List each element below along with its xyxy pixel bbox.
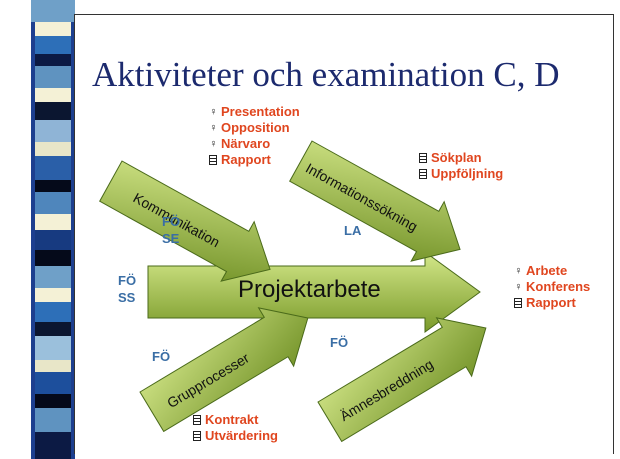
fo-grupp-label: FÖ	[152, 349, 171, 364]
list-item: Rapport	[208, 152, 300, 168]
list-item: ♀Arbete	[513, 263, 590, 279]
list-item-text: Konferens	[526, 279, 591, 294]
list-item: ♀Konferens	[513, 279, 590, 295]
person-icon: ♀	[209, 106, 218, 118]
list-item-text: Opposition	[221, 120, 290, 135]
informationssokning-list: Sökplan Uppföljning	[418, 150, 503, 182]
se-text: SE	[162, 231, 180, 246]
person-icon: ♀	[514, 281, 523, 293]
list-item-text: Kontrakt	[205, 412, 259, 427]
list-item: Uppföljning	[418, 166, 503, 182]
slide-frame	[74, 14, 614, 454]
fo-text: FÖ	[162, 214, 181, 229]
document-icon	[209, 155, 217, 165]
ss-text: SS	[118, 290, 136, 305]
la-label: LA	[344, 223, 362, 238]
document-icon	[419, 153, 427, 163]
document-icon	[193, 431, 201, 441]
document-icon	[514, 298, 522, 308]
projektarbete-list: ♀Arbete ♀Konferens Rapport	[513, 263, 590, 311]
person-icon: ♀	[514, 265, 523, 277]
person-icon: ♀	[209, 122, 218, 134]
list-item: ♀Närvaro	[208, 136, 300, 152]
fo-amnes-label: FÖ	[330, 335, 349, 350]
list-item: Kontrakt	[192, 412, 278, 428]
projektarbete-label: Projektarbete	[238, 276, 381, 303]
list-item: ♀Presentation	[208, 104, 300, 120]
list-item-text: Närvaro	[221, 136, 271, 151]
list-item-text: Uppföljning	[431, 166, 504, 181]
list-item-text: Arbete	[526, 263, 568, 278]
list-item-text: Sökplan	[431, 150, 482, 165]
kommunikation-list: ♀Presentation ♀Opposition ♀Närvaro Rappo…	[208, 104, 300, 168]
fo-text: FÖ	[118, 273, 137, 288]
list-item: ♀Opposition	[208, 120, 300, 136]
list-item: Sökplan	[418, 150, 503, 166]
list-item: Utvärdering	[192, 428, 278, 444]
decorative-color-strip	[31, 0, 75, 459]
list-item-text: Rapport	[221, 152, 271, 167]
list-item: Rapport	[513, 295, 590, 311]
person-icon: ♀	[209, 138, 218, 150]
amnesbreddning-arrow: Ämnesbreddning	[317, 317, 487, 443]
list-item-text: Utvärdering	[205, 428, 278, 443]
fo-se-label: FÖ SE	[162, 213, 180, 247]
grupprocesser-list: Kontrakt Utvärdering	[192, 412, 278, 444]
fo-ss-label: FÖ SS	[118, 272, 136, 306]
document-icon	[193, 415, 201, 425]
document-icon	[419, 169, 427, 179]
slide-title: Aktiviteter och examination C, D	[92, 55, 560, 94]
list-item-text: Presentation	[221, 104, 300, 119]
list-item-text: Rapport	[526, 295, 576, 310]
